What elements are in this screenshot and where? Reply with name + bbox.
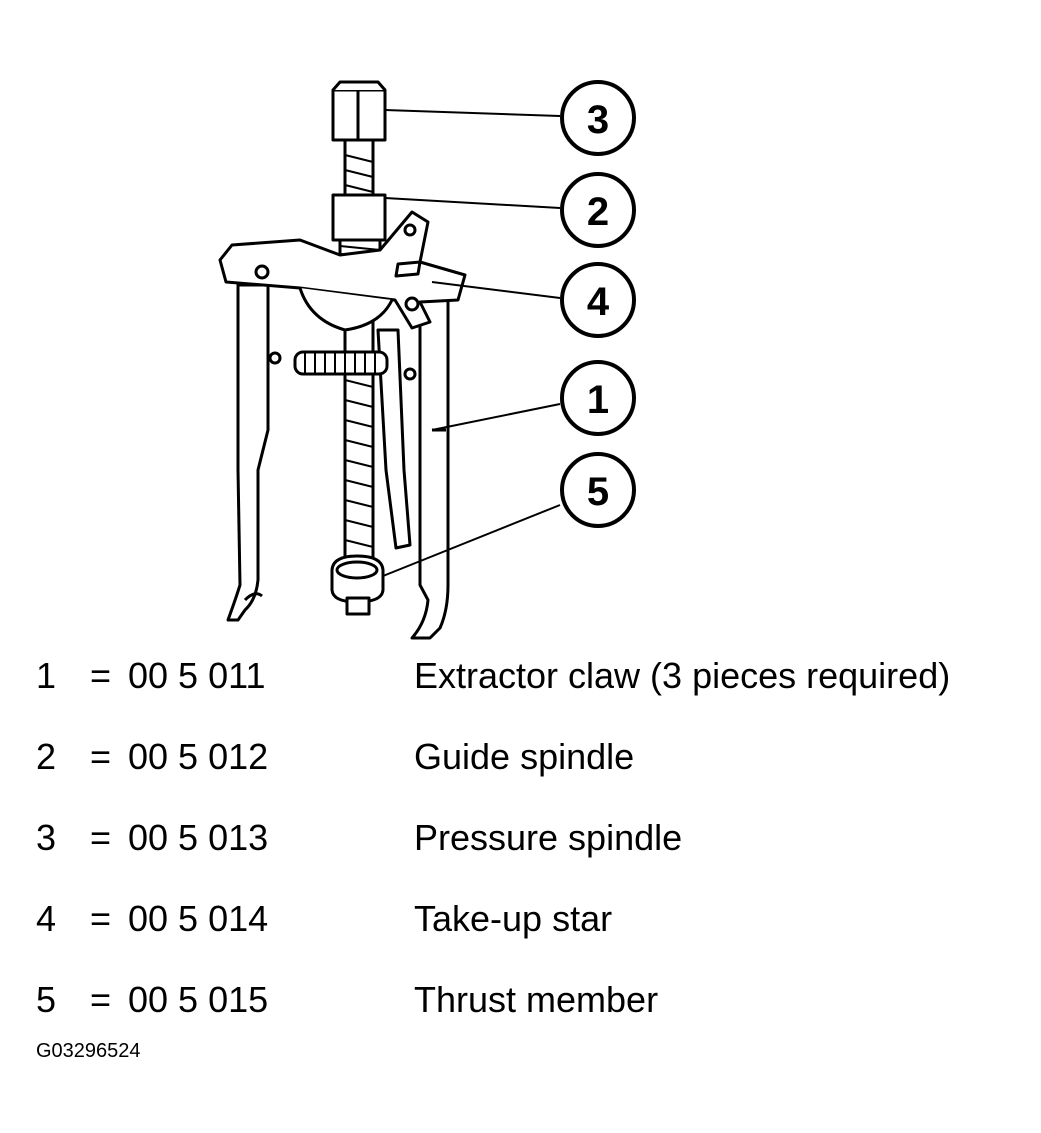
legend-number: 3 — [36, 817, 57, 858]
legend-part-number: 00 5 013 — [128, 817, 269, 858]
callout-3-circle — [560, 80, 636, 156]
callout-5-circle — [560, 452, 636, 528]
legend-part-number: 00 5 015 — [128, 979, 269, 1020]
parts-legend: 1 = 00 5 011 Extractor claw (3 pieces re… — [36, 648, 1026, 1053]
legend-row: 4 = 00 5 014 Take-up star — [36, 891, 1026, 972]
callout-1-label: 1 — [587, 378, 609, 422]
legend-part-number: 00 5 012 — [128, 736, 269, 777]
legend-number: 5 — [36, 979, 57, 1020]
spring — [268, 350, 417, 381]
legend-description: Take-up star — [414, 898, 613, 939]
legend-part-number: 00 5 014 — [128, 898, 269, 939]
legend-description: Pressure spindle — [414, 817, 683, 858]
legend-equals: = — [90, 898, 112, 939]
right-extractor-claw — [410, 298, 450, 640]
thrust-member — [330, 554, 385, 616]
legend-part-number: 00 5 011 — [128, 655, 266, 696]
rear-extractor-claw — [376, 328, 412, 550]
legend-row: 5 = 00 5 015 Thrust member — [36, 972, 1026, 1053]
callout-2-circle — [560, 172, 636, 248]
legend-description: Extractor claw (3 pieces required) — [414, 655, 951, 696]
legend-equals: = — [90, 736, 112, 777]
take-up-star — [218, 210, 467, 332]
legend-row: 3 = 00 5 013 Pressure spindle — [36, 810, 1026, 891]
callout-3-label: 3 — [587, 98, 609, 142]
callout-4-label: 4 — [587, 280, 610, 324]
legend-description: Thrust member — [414, 979, 659, 1020]
legend-description: Guide spindle — [414, 736, 635, 777]
puller-illustration: 3 2 4 1 5 — [218, 80, 636, 640]
legend-equals: = — [90, 817, 112, 858]
legend-number: 4 — [36, 898, 57, 939]
legend-equals: = — [90, 655, 112, 696]
callout-4-circle — [560, 262, 636, 338]
callout-1-circle — [560, 360, 636, 436]
legend-row: 2 = 00 5 012 Guide spindle — [36, 729, 1026, 810]
callout-2-label: 2 — [587, 190, 609, 234]
legend-equals: = — [90, 979, 112, 1020]
legend-row: 1 = 00 5 011 Extractor claw (3 pieces re… — [36, 648, 1026, 729]
figure-code: G03296524 — [36, 1040, 141, 1062]
legend-number: 2 — [36, 736, 57, 777]
legend-number: 1 — [36, 655, 57, 696]
callout-5-label: 5 — [587, 470, 609, 514]
left-extractor-claw — [226, 283, 270, 622]
